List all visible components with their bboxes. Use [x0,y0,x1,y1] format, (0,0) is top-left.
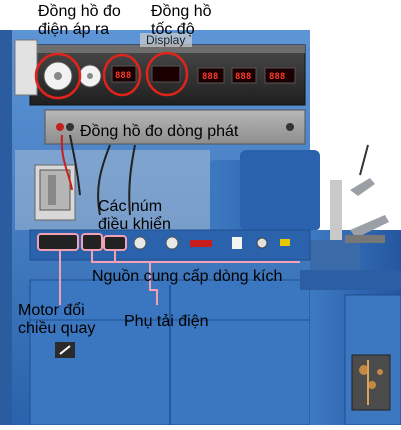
current-meter-label: Đồng hồ đo dòng phát [80,123,239,140]
readout-2: 888 [202,72,218,82]
readout-4: 888 [269,72,285,82]
controls-label-line1: Các núm [98,198,162,215]
current-meter-panel [44,109,306,145]
motor-block [210,144,389,243]
voltmeter-highlight [34,52,82,100]
speedometer-label-line1: Đồng hồ [151,3,212,20]
motor-label-line1: Motor đổi [18,301,85,319]
voltmeter-label-line2: điện áp ra [38,21,109,38]
generator-area [14,39,210,230]
control-callouts [37,233,300,305]
switch-lever-icon [59,345,71,355]
load-label: Phụ tải điện [124,313,209,330]
side-bench [300,230,401,426]
voltmeter-label-line1: Đồng hồ đo [38,3,121,20]
controls-label-line2: điều khiển [98,215,171,233]
motor-label-line2: chiều quay [18,320,95,337]
display-fragment-label: Display [146,33,185,47]
readout-voltage: 888 [115,71,131,81]
speed-readout-highlight [145,51,189,97]
annotations: Đồng hồ đo điện áp ra Đồng hồ tốc độ Đồn… [18,3,282,337]
control-strip [29,229,311,261]
voltage-readout-highlight [102,53,142,97]
speedometer-label-line2: tốc độ [151,21,195,38]
readout-3: 888 [235,72,251,82]
highlight-ovals [34,51,189,100]
display-tag: Display [140,33,192,47]
excitation-supply-label: Nguồn cung cấp dòng kích [92,268,282,285]
